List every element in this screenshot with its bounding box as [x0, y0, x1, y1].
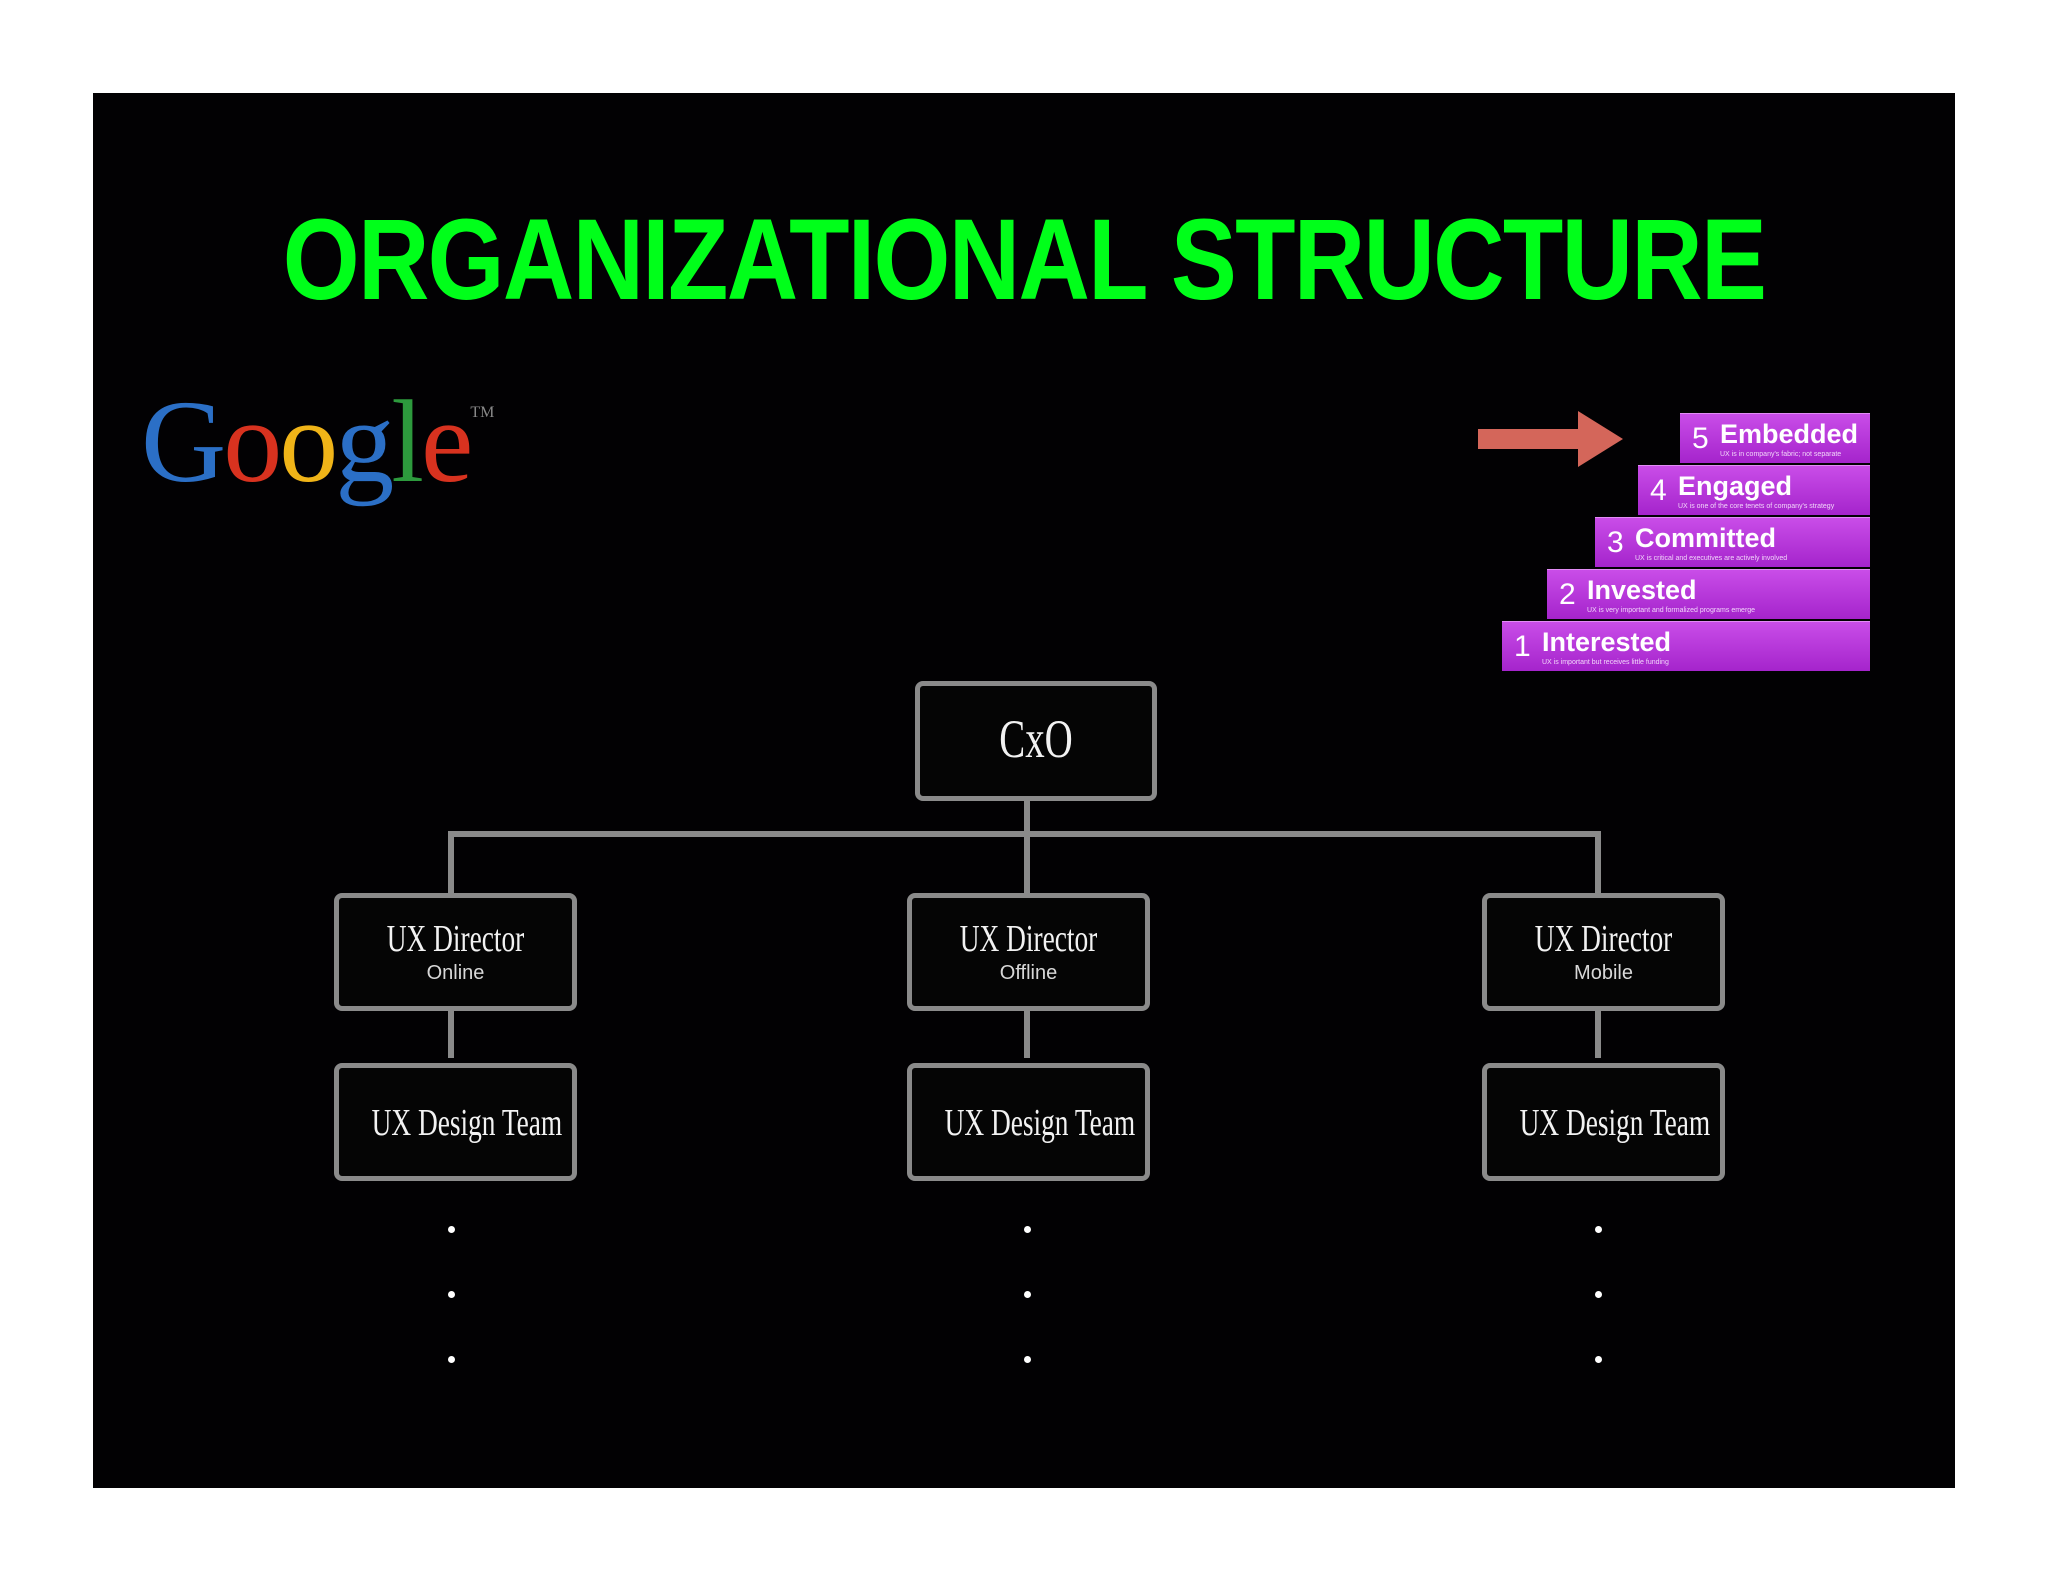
node-title: CxO	[999, 709, 1073, 769]
arrow-shape	[1478, 411, 1623, 467]
slide: ORGANIZATIONAL STRUCTURE GoogleTM 5 Embe…	[93, 93, 1955, 1488]
org-node-team: UX Design Team	[1482, 1063, 1725, 1181]
maturity-step-1: 1 Interested UX is important but receive…	[1502, 621, 1870, 671]
step-label: Invested	[1587, 575, 1697, 605]
logo-letter: G	[141, 376, 226, 507]
connector-director-team	[1595, 1003, 1601, 1058]
step-number: 5	[1692, 422, 1709, 455]
node-subtitle: Online	[426, 962, 485, 984]
node-title: UX Design Team	[371, 1102, 563, 1144]
logo-letter: e	[421, 376, 473, 507]
maturity-step-4: 4 Engaged UX is one of the core tenets o…	[1638, 465, 1870, 515]
node-title: UX Design Team	[1519, 1102, 1711, 1144]
slide-title: ORGANIZATIONAL STRUCTURE	[282, 196, 1767, 324]
step-description: UX is very important and formalized prog…	[1587, 607, 1756, 614]
step-label: Embedded	[1720, 419, 1859, 449]
step-description: UX is one of the core tenets of company'…	[1678, 503, 1835, 510]
node-title: UX Director	[1534, 918, 1673, 960]
step-number: 3	[1607, 526, 1624, 559]
ellipsis-dot	[1595, 1291, 1602, 1298]
node-title: UX Design Team	[944, 1102, 1136, 1144]
step-description: UX is critical and executives are active…	[1635, 555, 1788, 562]
connector-left-down	[448, 831, 454, 928]
google-logo: GoogleTM	[141, 383, 494, 501]
connector-right-down	[1595, 831, 1601, 928]
node-title: UX Director	[386, 918, 525, 960]
ellipsis-dot	[1595, 1226, 1602, 1233]
connector-horizontal	[448, 831, 1601, 837]
logo-letter: l	[391, 376, 424, 507]
org-node-team: UX Design Team	[907, 1063, 1150, 1181]
step-number: 4	[1650, 474, 1667, 507]
org-node-root: CxO	[915, 681, 1157, 801]
connector-root-down	[1024, 798, 1030, 928]
logo-trademark: TM	[470, 404, 495, 421]
org-node-team: UX Design Team	[334, 1063, 577, 1181]
step-label: Committed	[1635, 523, 1776, 553]
ellipsis-dot	[1024, 1291, 1031, 1298]
ellipsis-dot	[1024, 1356, 1031, 1363]
logo-letter: o	[223, 376, 282, 507]
logo-letter: g	[335, 376, 394, 507]
org-node-director: UX Director Offline	[907, 893, 1150, 1011]
ellipsis-dot	[448, 1356, 455, 1363]
step-label: Engaged	[1678, 471, 1793, 501]
step-number: 2	[1559, 578, 1576, 611]
ellipsis-dot	[448, 1291, 455, 1298]
step-description: UX is in company's fabric; not separate	[1720, 451, 1842, 458]
connector-director-team	[448, 1003, 454, 1058]
node-subtitle: Offline	[999, 962, 1058, 984]
maturity-step-2: 2 Invested UX is very important and form…	[1547, 569, 1870, 619]
arrow-right-icon	[1478, 411, 1623, 467]
node-title: UX Director	[959, 918, 1098, 960]
logo-letter: o	[279, 376, 338, 507]
node-subtitle: Mobile	[1574, 962, 1633, 984]
step-description: UX is important but receives little fund…	[1542, 659, 1669, 666]
maturity-step-3: 3 Committed UX is critical and executive…	[1595, 517, 1870, 567]
step-number: 1	[1514, 630, 1531, 663]
maturity-step-5: 5 Embedded UX is in company's fabric; no…	[1680, 413, 1870, 463]
org-node-director: UX Director Mobile	[1482, 893, 1725, 1011]
org-node-director: UX Director Online	[334, 893, 577, 1011]
ellipsis-dot	[448, 1226, 455, 1233]
ellipsis-dot	[1024, 1226, 1031, 1233]
step-label: Interested	[1542, 627, 1672, 657]
ellipsis-dot	[1595, 1356, 1602, 1363]
connector-director-team	[1024, 1003, 1030, 1058]
